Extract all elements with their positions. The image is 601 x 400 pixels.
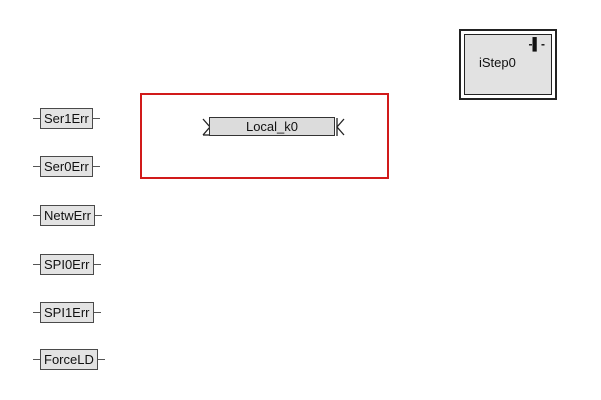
tag-input-stub xyxy=(33,215,40,216)
connector-label: Local_k0 xyxy=(209,117,335,136)
tag-input-stub xyxy=(33,118,40,119)
tag-output-stub xyxy=(93,166,100,167)
tag-input-stub xyxy=(33,312,40,313)
tag-output-stub xyxy=(93,118,100,119)
signal-tag-label: Ser1Err xyxy=(40,108,93,129)
signal-tag-ser1err[interactable]: Ser1Err xyxy=(33,108,100,129)
signal-tag-label: SPI0Err xyxy=(40,254,94,275)
step-block[interactable]: -▌- iStep0 xyxy=(459,29,557,100)
tag-input-stub xyxy=(33,359,40,360)
connector-out-arrow-icon xyxy=(336,118,345,136)
selection-rectangle xyxy=(140,93,389,179)
tag-input-stub xyxy=(33,264,40,265)
signal-tag-netwerr[interactable]: NetwErr xyxy=(33,205,102,226)
signal-tag-label: SPI1Err xyxy=(40,302,94,323)
tag-output-stub xyxy=(94,264,101,265)
tag-output-stub xyxy=(94,312,101,313)
signal-tag-spi0err[interactable]: SPI0Err xyxy=(33,254,101,275)
step-block-label: iStep0 xyxy=(479,55,516,70)
tag-input-stub xyxy=(33,166,40,167)
tag-output-stub xyxy=(98,359,105,360)
signal-tag-label: ForceLD xyxy=(40,349,98,370)
signal-tag-spi1err[interactable]: SPI1Err xyxy=(33,302,101,323)
signal-tag-forceld[interactable]: ForceLD xyxy=(33,349,105,370)
signal-tag-label: NetwErr xyxy=(40,205,95,226)
signal-tag-label: Ser0Err xyxy=(40,156,93,177)
signal-tag-ser0err[interactable]: Ser0Err xyxy=(33,156,100,177)
step-marker: -▌- xyxy=(528,37,546,51)
step-block-body: -▌- iStep0 xyxy=(464,34,552,95)
local-connector[interactable]: Local_k0 xyxy=(202,116,345,138)
tag-output-stub xyxy=(95,215,102,216)
